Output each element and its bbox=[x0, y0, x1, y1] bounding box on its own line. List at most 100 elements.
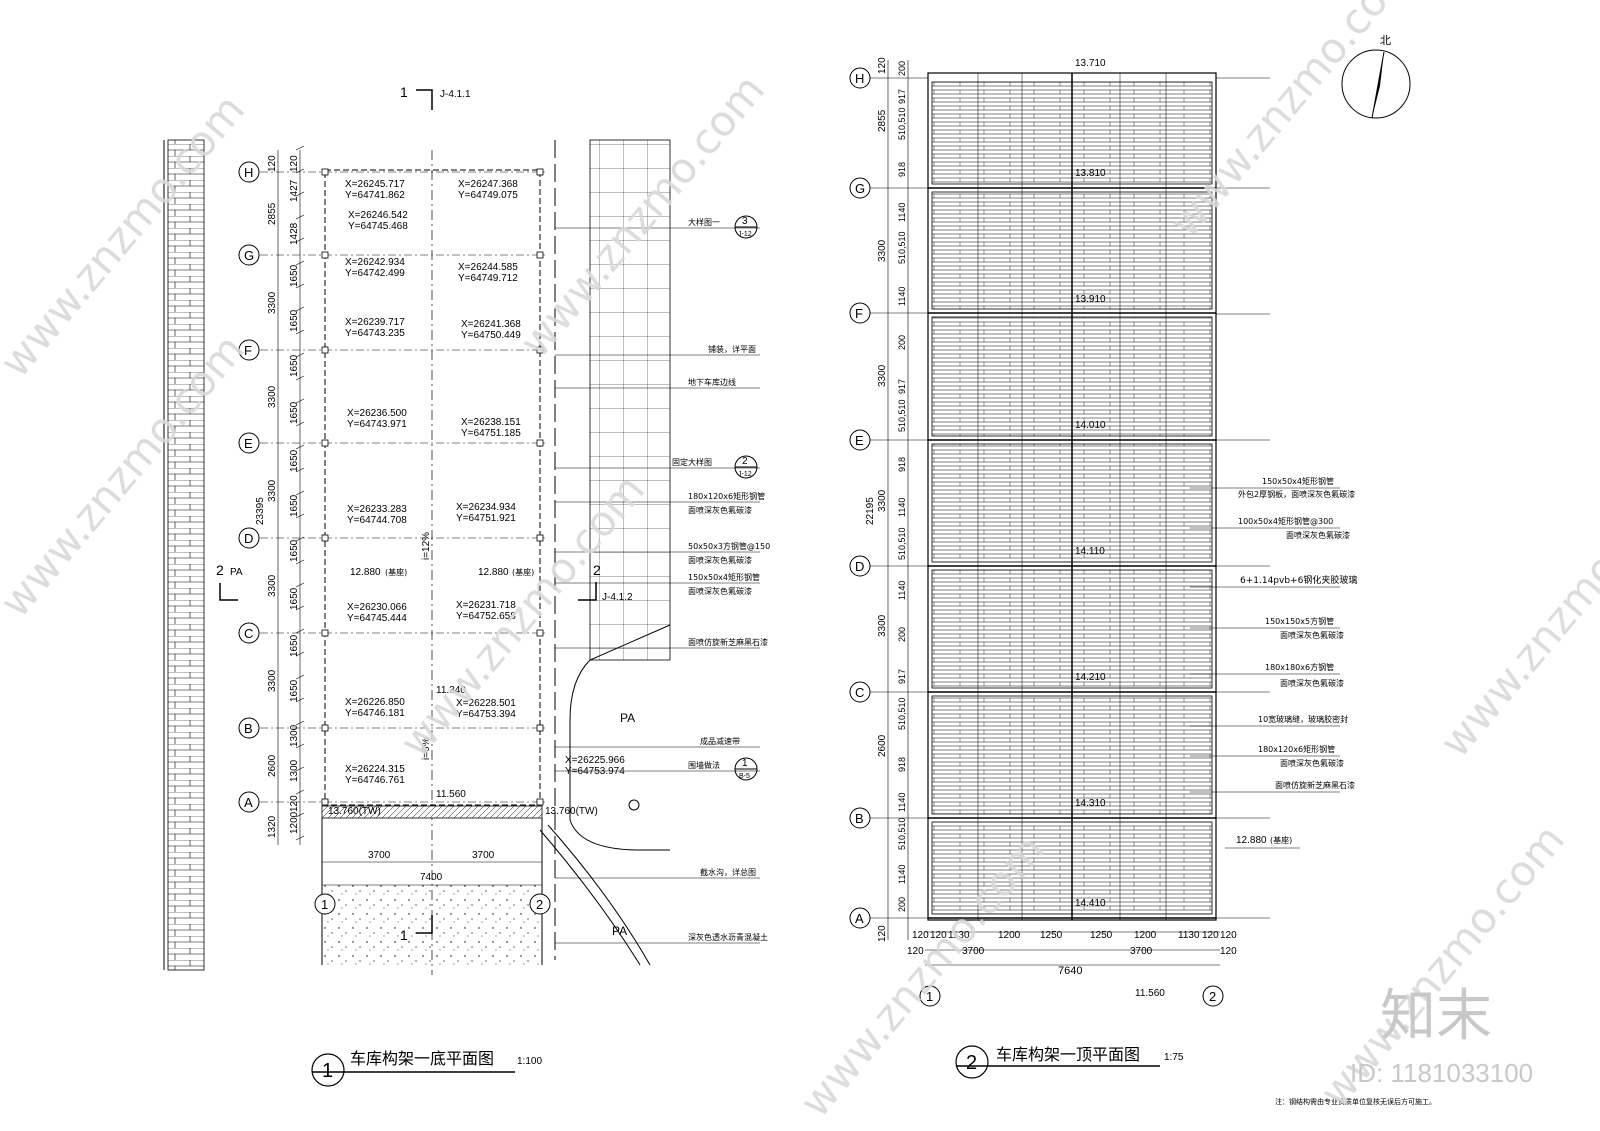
coord-y: Y=64744.708 bbox=[347, 515, 407, 526]
grid-bubble bbox=[238, 527, 260, 549]
section-top-number: 1 bbox=[400, 84, 408, 100]
dim-inner: 1300 bbox=[289, 759, 300, 782]
grid-label: G bbox=[855, 181, 865, 196]
roof-elev: 13.710 bbox=[1075, 58, 1106, 69]
roof-elev: 14.110 bbox=[1075, 546, 1105, 557]
svg-text:3: 3 bbox=[742, 216, 748, 227]
dim-inner: 120 bbox=[289, 795, 300, 812]
callout-text: 面喷深灰色氟碳漆 bbox=[1280, 678, 1344, 688]
grid-label: H bbox=[244, 165, 253, 180]
dim-outer: 2855 bbox=[877, 109, 888, 132]
col-label-2b: 2 bbox=[1209, 989, 1216, 1004]
grid-bubble bbox=[238, 622, 260, 644]
post bbox=[321, 168, 329, 176]
coord-x: X=26224.315 bbox=[345, 764, 405, 775]
roof-elev: 14.010 bbox=[1075, 420, 1106, 431]
coord-y: Y=64751.185 bbox=[461, 428, 521, 439]
structural-note: 注：钢结构需由专业资质单位复核无误后方可施工。 bbox=[1275, 1097, 1436, 1106]
grid-label: C bbox=[855, 685, 864, 700]
col-label-1b: 1 bbox=[926, 989, 933, 1004]
roof-elev: 13.810 bbox=[1075, 168, 1106, 179]
dimension-chain: 120285533003300330033002600120200917510,… bbox=[877, 57, 909, 942]
grid-label: F bbox=[855, 306, 863, 321]
dim-inner: 1650 bbox=[289, 354, 300, 377]
elev-1: 12.880 bbox=[350, 567, 381, 578]
dim-outer: 2600 bbox=[267, 754, 278, 777]
dim-inner: 1140 bbox=[897, 498, 907, 517]
callout-text: 180x120x6矩形钢管 bbox=[1258, 744, 1335, 754]
post bbox=[536, 798, 544, 806]
planter-outline bbox=[569, 624, 671, 851]
dim-inner: 1650 bbox=[289, 401, 300, 424]
drawing-1-scale: 1:100 bbox=[517, 1056, 542, 1067]
watermark-site-6: www.znzmo.com bbox=[790, 825, 1054, 1126]
coord-y: Y=64750.449 bbox=[461, 330, 521, 341]
dim-h: 1130 bbox=[948, 930, 970, 941]
callout-text: 150x50x4矩形钢管 bbox=[688, 572, 760, 582]
svg-text:1: 1 bbox=[742, 758, 748, 769]
dim-inner: 510,510 bbox=[897, 817, 907, 850]
dim-inner: 1140 bbox=[897, 793, 907, 812]
svg-text:2: 2 bbox=[742, 456, 748, 467]
dim-inner: 510,510 bbox=[897, 231, 907, 264]
dim-outer: 3300 bbox=[877, 364, 888, 387]
detail-ref-1: 1 B-5 bbox=[734, 757, 758, 781]
post bbox=[536, 629, 544, 637]
dim-outer: 120 bbox=[877, 925, 888, 942]
coord-y: Y=64741.862 bbox=[345, 190, 405, 201]
grid-bubble bbox=[238, 717, 260, 739]
coord-x: X=26231.718 bbox=[456, 600, 516, 611]
dim-inner: 200 bbox=[897, 897, 907, 912]
coord-y: Y=64751.921 bbox=[456, 513, 516, 524]
total-dimension: 23395 bbox=[255, 497, 266, 525]
coord-y: Y=64752.658 bbox=[456, 611, 516, 622]
dim-h-1: 3700 bbox=[368, 850, 391, 861]
dim-inner: 1650 bbox=[289, 679, 300, 702]
dim-inner: 918 bbox=[897, 757, 907, 772]
post bbox=[321, 346, 329, 354]
col-label-2: 2 bbox=[536, 897, 543, 912]
post bbox=[536, 724, 544, 732]
canopy-outline bbox=[324, 169, 541, 806]
grid-bubble bbox=[238, 244, 260, 266]
dim-h: 120 bbox=[930, 930, 947, 941]
dim-inner: 1140 bbox=[897, 287, 907, 306]
dim-inner: 1200 bbox=[289, 811, 300, 834]
callout-text: 100x50x4矩形钢管@300 bbox=[1238, 516, 1333, 526]
callout-text: 面喷仿旋新芝麻黑石漆 bbox=[688, 637, 768, 647]
post bbox=[536, 534, 544, 542]
coord-x: X=26233.283 bbox=[347, 504, 407, 515]
coord-y: Y=64753.974 bbox=[565, 766, 625, 777]
coord-y: Y=64742.499 bbox=[345, 268, 405, 279]
coord-y: Y=64753.394 bbox=[456, 709, 516, 720]
post bbox=[321, 798, 329, 806]
grid-label: E bbox=[855, 433, 864, 448]
svg-text:J-12: J-12 bbox=[738, 231, 752, 238]
coordinate-labels: X=26245.717Y=64741.862X=26247.368Y=64749… bbox=[345, 179, 625, 786]
coord-x: X=26238.151 bbox=[461, 417, 521, 428]
section-bottom-number: 1 bbox=[400, 927, 408, 943]
watermark-logo: 知末 ID: 1181033100 bbox=[1350, 984, 1533, 1088]
roof-elevations: 13.71013.81013.91014.01014.11014.21014.3… bbox=[1075, 58, 1270, 919]
callout-text: 10宽玻璃缝，玻璃胶密封 bbox=[1258, 714, 1348, 724]
callout-text: 成品减速带 bbox=[700, 736, 740, 746]
dim-outer: 3300 bbox=[267, 479, 278, 502]
elev-2: 12.880 bbox=[478, 567, 509, 578]
dimension-chain: 1202855330033003300330033002600132012014… bbox=[267, 145, 305, 845]
dim-inner: 917 bbox=[897, 379, 907, 394]
grid-label: G bbox=[244, 248, 254, 263]
grid-label: A bbox=[855, 911, 864, 926]
callout-text: 围墙做法 bbox=[688, 760, 720, 770]
dim-h: 1130 bbox=[1178, 930, 1200, 941]
dim-inner: 1650 bbox=[289, 494, 300, 517]
grid-bubble bbox=[238, 161, 260, 183]
dim-h2: 3700 bbox=[1130, 946, 1153, 957]
grid-bubble bbox=[238, 432, 260, 454]
pa-label-2: PA bbox=[612, 924, 627, 938]
elev-6: 13.760(TW) bbox=[545, 806, 598, 817]
dim-outer: 3300 bbox=[267, 385, 278, 408]
callout-text: 面喷仿旋新芝麻黑石漆 bbox=[1275, 780, 1355, 790]
coord-x: X=26234.934 bbox=[456, 502, 516, 513]
dim-outer: 3300 bbox=[267, 574, 278, 597]
dim-h-total: 7400 bbox=[420, 872, 443, 883]
